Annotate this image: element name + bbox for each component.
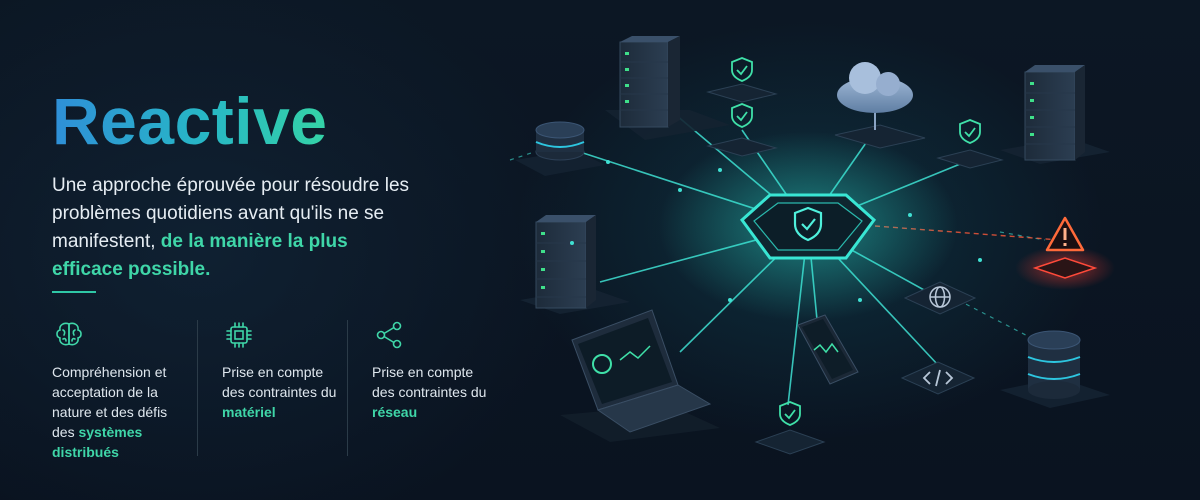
network-illustration	[509, 36, 1115, 455]
server-left	[520, 215, 630, 314]
shield-tile	[706, 57, 778, 103]
chip-icon	[226, 322, 252, 348]
text-panel: Reactive Une approche éprouvée pour réso…	[52, 0, 492, 500]
separator	[347, 320, 348, 456]
alert-triangle-icon	[1045, 216, 1085, 252]
page-subtitle: Une approche éprouvée pour résoudre les …	[52, 172, 412, 284]
subtitle-highlight: de la manière la plus efficace possible.	[52, 231, 348, 280]
shield-check-icon	[793, 206, 823, 242]
divider	[52, 291, 96, 293]
shield-tile	[706, 103, 778, 157]
features-list: Compréhension et acceptation de la natur…	[52, 318, 492, 468]
server-top	[605, 36, 730, 140]
particles	[570, 160, 982, 302]
separator	[197, 320, 198, 456]
network-share-icon	[376, 321, 402, 349]
feature-highlight: réseau	[372, 404, 418, 420]
globe-node	[903, 281, 977, 315]
feature-highlight: systèmes distribués	[52, 424, 143, 460]
feature-label: Prise en compte des contraintes du	[222, 364, 337, 400]
subtitle-text: Une approche éprouvée pour résoudre les …	[52, 175, 410, 252]
feature-distributed-systems: Compréhension et acceptation de la natur…	[52, 318, 192, 460]
feature-hardware: Prise en compte des contraintes du matér…	[222, 318, 347, 458]
laptop-node	[560, 309, 720, 442]
globe-icon	[929, 286, 951, 308]
cloud-icon	[837, 62, 913, 113]
page-title: Reactive	[52, 84, 328, 158]
code-node	[900, 361, 976, 395]
central-hub	[739, 193, 877, 260]
shield-tile	[754, 401, 826, 455]
smartphone-icon	[802, 319, 853, 379]
alert-node	[1015, 216, 1115, 290]
feature-highlight: matériel	[222, 404, 276, 420]
database-top-left	[515, 121, 605, 176]
feature-label: Compréhension et acceptation de la natur…	[52, 364, 168, 440]
code-icon	[922, 369, 954, 387]
brain-icon	[56, 322, 82, 346]
server-top-right	[1000, 65, 1110, 164]
feature-text: Prise en compte des contraintes du résea…	[372, 362, 497, 422]
database-bottom-right	[1000, 330, 1110, 408]
cloud-node	[834, 62, 926, 149]
feature-text: Compréhension et acceptation de la natur…	[52, 362, 192, 462]
shield-tile	[936, 119, 1004, 169]
feature-text: Prise en compte des contraintes du matér…	[222, 362, 347, 422]
feature-label: Prise en compte des contraintes du	[372, 364, 487, 400]
feature-network: Prise en compte des contraintes du résea…	[372, 318, 497, 458]
smartphone-node	[797, 314, 859, 385]
